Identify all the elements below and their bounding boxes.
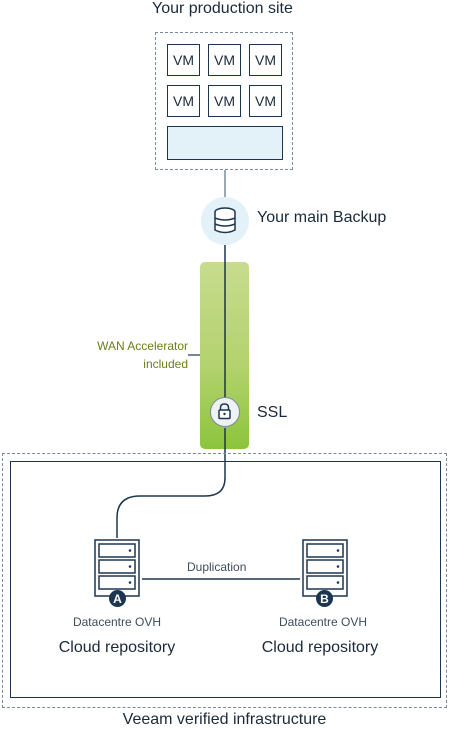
- vm-box: VM: [249, 85, 282, 117]
- main-backup-label: Your main Backup: [257, 209, 387, 226]
- production-site-title: Your production site: [152, 0, 293, 17]
- server-b-badge: B: [316, 590, 333, 607]
- vm-box: VM: [208, 44, 241, 76]
- database-icon: [201, 197, 249, 245]
- infrastructure-outer-boundary: [2, 453, 447, 708]
- lock-icon: [210, 397, 240, 427]
- wan-accelerator-line1: WAN Accelerator: [97, 339, 188, 353]
- duplication-label: Duplication: [187, 560, 247, 574]
- repository-label-b: Cloud repository: [261, 639, 379, 656]
- infrastructure-inner-boundary: [10, 461, 441, 698]
- production-site-boundary: [155, 32, 293, 170]
- server-a-badge: A: [109, 590, 126, 607]
- infrastructure-label: Veeam verified infrastructure: [122, 711, 327, 728]
- badge-letter: B: [320, 591, 329, 606]
- wan-accelerator-line2: included: [143, 357, 188, 371]
- vm-box: VM: [167, 85, 200, 117]
- vm-box: VM: [208, 85, 241, 117]
- datacentre-label-b: Datacentre OVH: [278, 615, 368, 629]
- vm-box: VM: [167, 44, 200, 76]
- server-icon: [92, 538, 142, 600]
- server-icon: [300, 538, 350, 600]
- vm-box: VM: [249, 44, 282, 76]
- ssl-label: SSL: [257, 404, 288, 421]
- badge-letter: A: [113, 591, 122, 606]
- repository-label-a: Cloud repository: [58, 639, 176, 656]
- datacentre-label-a: Datacentre OVH: [72, 615, 162, 629]
- wan-accelerator-label: WAN Accelerator included: [80, 337, 188, 373]
- storage-box: [167, 126, 283, 160]
